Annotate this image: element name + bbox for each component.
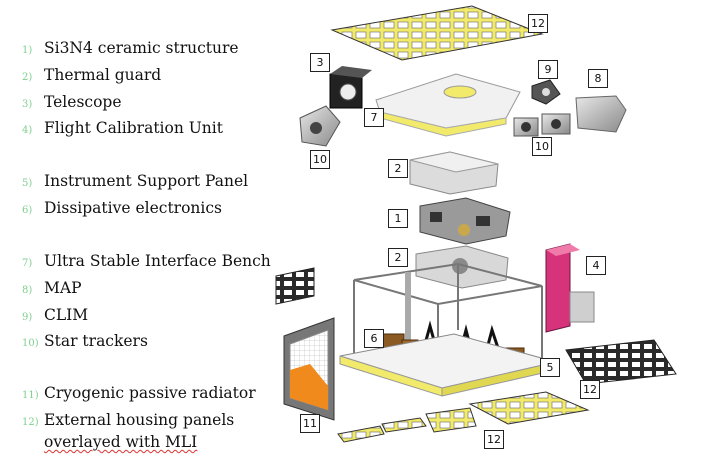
legend-number: 3) [22, 99, 33, 110]
legend-item-9: 9) CLIM [22, 305, 88, 329]
legend-item-4: 4) Flight Calibration Unit [22, 118, 223, 142]
legend-number: 8) [22, 285, 33, 296]
legend-label: overlayed with MLI [44, 433, 198, 451]
callout-10: 10 [310, 150, 330, 169]
callout-12: 12 [528, 14, 548, 33]
callout-9: 9 [538, 60, 558, 79]
legend-item-5: 5) Instrument Support Panel [22, 171, 248, 195]
external-housing-panel-top [330, 5, 544, 61]
legend-number: 2) [22, 72, 33, 83]
callout-2: 2 [388, 248, 408, 267]
exploded-assembly-diagram: 12 3 9 8 7 10 10 2 1 2 4 6 5 12 11 12 [270, 0, 702, 468]
callout-8: 8 [588, 69, 608, 88]
callout-4: 4 [586, 256, 606, 275]
external-housing-panel-bottom-left [337, 425, 385, 443]
flight-calibration-unit-part [545, 243, 595, 333]
legend-item-3: 3) Telescope [22, 92, 122, 116]
legend-number: 5) [22, 178, 33, 189]
ultra-stable-interface-bench-part [375, 73, 521, 137]
legend-label: Star trackers [44, 332, 148, 350]
star-tracker-right-part [513, 113, 571, 137]
legend-number: 1) [22, 45, 33, 56]
external-housing-panel-left [275, 267, 315, 305]
legend-item-12-continued: overlayed with MLI [22, 432, 197, 456]
legend-label: MAP [44, 279, 82, 297]
legend-item-1: 1) Si3N4 ceramic structure [22, 38, 239, 62]
map-part [575, 95, 627, 133]
legend-number: 10) [22, 338, 39, 349]
external-housing-panel-bottom-left2 [381, 417, 427, 433]
legend-number: 7) [22, 258, 33, 269]
legend-item-12: 12) External housing panels [22, 410, 234, 434]
clim-part [531, 79, 561, 105]
external-housing-panel-right [565, 339, 677, 385]
legend-item-11: 11) Cryogenic passive radiator [22, 383, 256, 407]
callout-7: 7 [364, 108, 384, 127]
callout-12: 12 [580, 380, 600, 399]
star-tracker-left-part [299, 105, 341, 147]
callout-3: 3 [310, 53, 330, 72]
legend-number: 6) [22, 205, 33, 216]
si3n4-structure-part [419, 197, 511, 245]
thermal-guard-upper-part [409, 151, 499, 195]
legend-item-6: 6) Dissipative electronics [22, 198, 222, 222]
component-legend: 1) Si3N4 ceramic structure 2) Thermal gu… [0, 0, 290, 468]
callout-10: 10 [532, 137, 552, 156]
legend-item-7: 7) Ultra Stable Interface Bench [22, 251, 271, 275]
legend-label: Si3N4 ceramic structure [44, 39, 239, 57]
legend-label: Telescope [44, 93, 122, 111]
telescope-part [329, 66, 372, 109]
callout-5: 5 [540, 358, 560, 377]
legend-number: 12) [22, 417, 39, 428]
external-housing-panel-bottom-left3 [425, 407, 477, 433]
cryogenic-passive-radiator-part [283, 317, 335, 421]
legend-item-2: 2) Thermal guard [22, 65, 161, 89]
thermal-guard-lower-part [415, 245, 509, 289]
legend-number: 9) [22, 312, 33, 323]
legend-number: 11) [22, 390, 39, 401]
legend-label: Ultra Stable Interface Bench [44, 252, 271, 270]
callout-2: 2 [388, 159, 408, 178]
legend-label: Thermal guard [44, 66, 162, 84]
assembly-drawing [275, 5, 677, 443]
legend-label: Dissipative electronics [44, 199, 222, 217]
callout-1: 1 [388, 209, 408, 228]
legend-number: 4) [22, 125, 33, 136]
callout-12: 12 [484, 430, 504, 449]
external-housing-panel-bottom-center [468, 391, 590, 425]
legend-item-10: 10) Star trackers [22, 331, 148, 355]
legend-label: External housing panels [44, 411, 235, 429]
legend-label: CLIM [44, 306, 89, 324]
legend-label: Instrument Support Panel [44, 172, 249, 190]
legend-label: Cryogenic passive radiator [44, 384, 256, 402]
legend-item-8: 8) MAP [22, 278, 82, 302]
legend-label: Flight Calibration Unit [44, 119, 223, 137]
callout-11: 11 [300, 414, 320, 433]
callout-6: 6 [364, 329, 384, 348]
